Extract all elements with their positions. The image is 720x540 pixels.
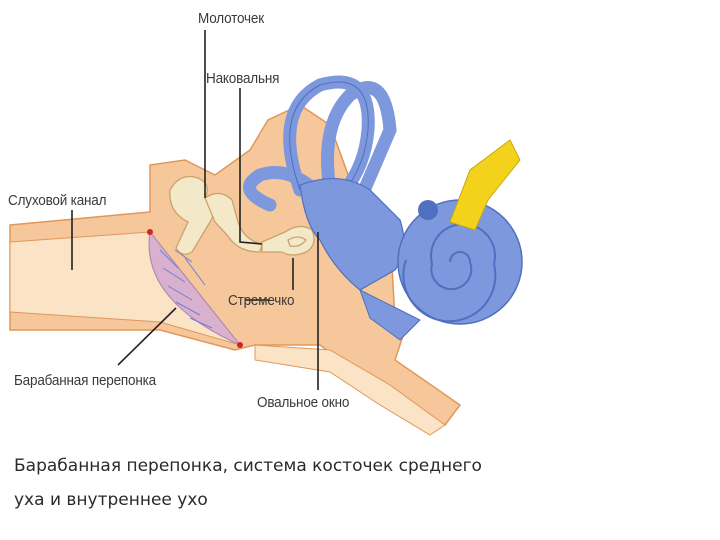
label-eardrum: Барабанная перепонка: [14, 372, 156, 389]
cochlea-window: [418, 200, 438, 220]
caption-line-2: уха и внутреннее ухо: [14, 490, 208, 510]
label-oval-window: Овальное окно: [257, 394, 349, 411]
label-malleus: Молоточек: [198, 10, 264, 27]
eardrum-edge-top: [147, 229, 153, 235]
caption-line-1: Барабанная перепонка, система косточек с…: [14, 456, 482, 476]
label-ear-canal: Слуховой канал: [8, 192, 106, 209]
label-incus: Наковальня: [206, 70, 279, 87]
eardrum-edge-bottom: [237, 342, 243, 348]
label-stapes: Стремечко: [228, 292, 294, 309]
